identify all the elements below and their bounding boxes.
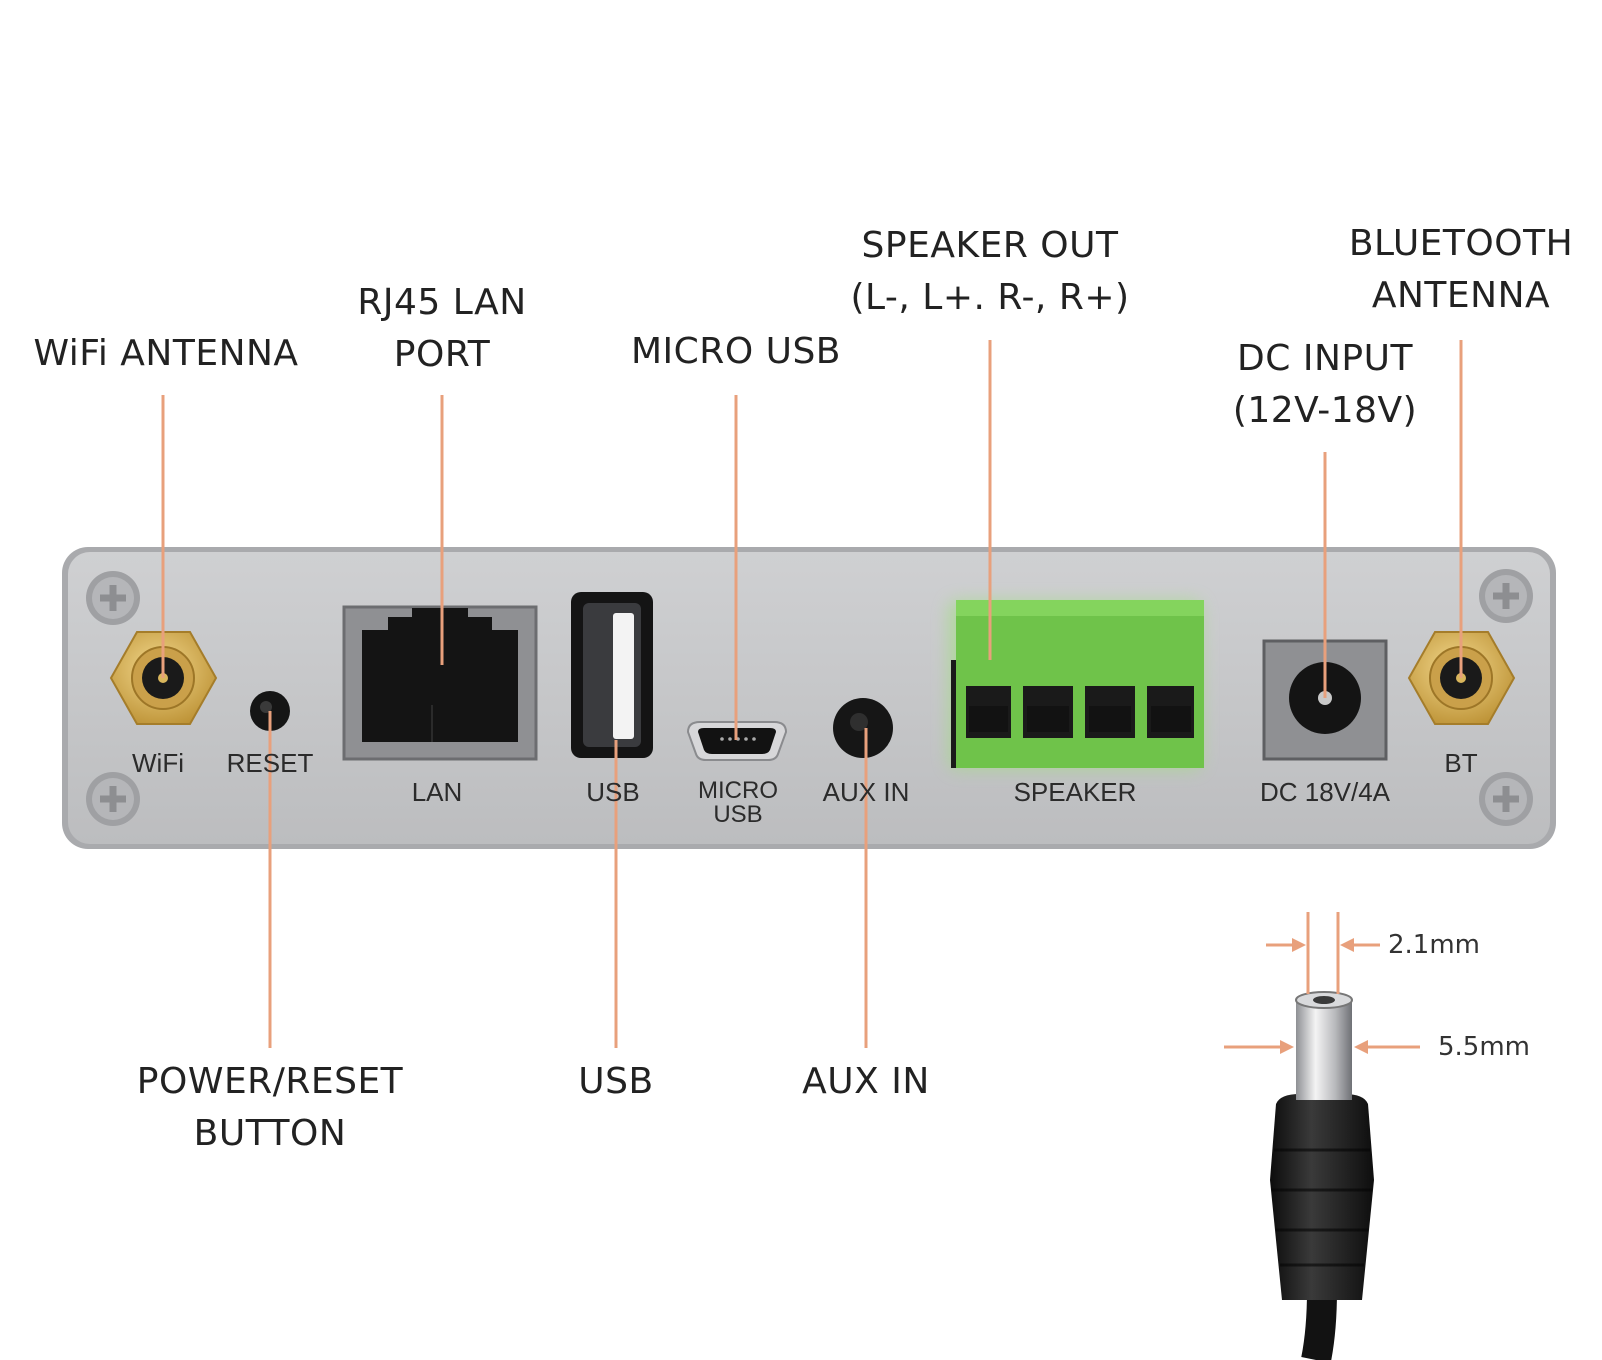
- callout-power-reset-button: POWER/RESET BUTTON: [136, 1061, 404, 1154]
- dimension-marks: [1224, 912, 1420, 1054]
- panel-screw-top-right: [1479, 569, 1533, 623]
- callout-wifi-antenna: WiFi ANTENNA: [33, 333, 299, 374]
- dimension-inner-diameter: 2.1mm: [1388, 930, 1481, 960]
- dc-plug-boot: [1270, 1094, 1374, 1300]
- panel-label-lan: LAN: [411, 777, 463, 807]
- speaker-terminal-slots: [956, 686, 1204, 768]
- aux-in-jack: [833, 698, 893, 758]
- leader-lines: [161, 340, 1463, 1048]
- panel-screw-bottom-left: [86, 772, 140, 826]
- speaker-terminal-block: [948, 600, 1204, 770]
- panel-screw-bottom-right: [1479, 772, 1533, 826]
- callout-dc-input: DC INPUT (12V-18V): [1232, 338, 1418, 431]
- panel-label-wifi: WiFi: [132, 748, 184, 778]
- callout-aux-in: AUX IN: [802, 1061, 930, 1102]
- usb-a-port: [571, 592, 653, 758]
- micro-usb-port: [686, 721, 788, 761]
- dc-plug-illustration: [1270, 991, 1374, 1360]
- dimension-outer-diameter: 5.5mm: [1438, 1032, 1531, 1062]
- panel-screw-top-left: [86, 571, 140, 625]
- panel-label-reset: RESET: [226, 748, 314, 778]
- dc-plug-barrel: [1296, 1000, 1352, 1100]
- panel-label-bt: BT: [1444, 748, 1478, 778]
- panel-label-usb: USB: [586, 777, 640, 807]
- rj45-lan-port: [342, 605, 538, 761]
- panel-label-aux-in: AUX IN: [822, 777, 910, 807]
- panel-label-dc: DC 18V/4A: [1259, 777, 1391, 807]
- callout-rj45-lan-port: RJ45 LAN PORT: [357, 282, 527, 375]
- panel-label-micro-usb: MICRO USB: [698, 777, 778, 828]
- dc-plug-cable: [1301, 1289, 1337, 1360]
- callout-speaker-out: SPEAKER OUT (L-, L+. R-, R+): [850, 225, 1130, 318]
- callout-usb: USB: [578, 1061, 654, 1102]
- callout-micro-usb: MICRO USB: [630, 331, 841, 372]
- panel-label-speaker: SPEAKER: [1013, 777, 1137, 807]
- callout-bluetooth-antenna: BLUETOOTH ANTENNA: [1348, 223, 1574, 316]
